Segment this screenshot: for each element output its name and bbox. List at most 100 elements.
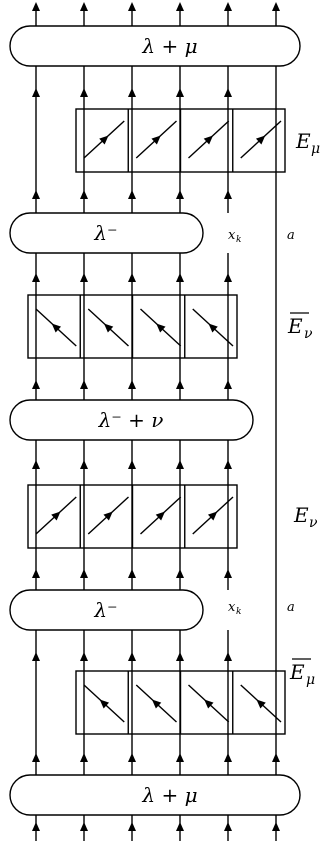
label-xk-upper-sub: k <box>236 235 241 245</box>
arrow-up <box>176 652 184 661</box>
label-ebar-mu: E μ <box>289 658 315 688</box>
label-e-nu-main: E <box>293 503 309 527</box>
strand-arrows <box>32 2 280 831</box>
label-xk-upper: x k <box>228 228 241 245</box>
arrow-up <box>128 822 136 831</box>
arrow-up <box>128 460 136 469</box>
arrow-up <box>176 569 184 578</box>
arrow-up <box>80 569 88 578</box>
arrow-up <box>272 753 280 762</box>
box-top-label: λ + μ <box>141 34 197 58</box>
arrow-up <box>176 753 184 762</box>
arrow-up <box>176 88 184 97</box>
arrow-up <box>32 569 40 578</box>
arrow-up <box>80 273 88 282</box>
label-xk-lower-main: x <box>228 600 236 615</box>
label-a-upper: a <box>287 228 295 243</box>
arrow-up <box>80 380 88 389</box>
label-xk-lower: x k <box>228 600 241 617</box>
box-top: λ + μ <box>9 25 301 67</box>
box-lambda-minus-lower-label: λ⁻ <box>93 598 117 622</box>
cell-arrowhead <box>208 323 218 333</box>
arrow-up <box>176 460 184 469</box>
box-bottom-label: λ + μ <box>141 783 197 807</box>
box-lambda-minus-upper-label: λ⁻ <box>93 221 117 245</box>
box-bottom: λ + μ <box>9 774 301 816</box>
box-lambda-minus-lower: λ⁻ <box>9 589 204 631</box>
label-ebar-nu-sub: ν <box>304 326 313 342</box>
label-ebar-nu: E ν <box>287 312 313 342</box>
arrow-up <box>224 380 232 389</box>
label-e-mu: E μ <box>295 129 320 157</box>
arrow-up <box>128 190 136 199</box>
arrow-up <box>224 88 232 97</box>
arrow-up <box>272 2 280 11</box>
arrow-up <box>224 190 232 199</box>
arrow-up <box>32 652 40 661</box>
arrow-up <box>80 652 88 661</box>
arrow-up <box>128 569 136 578</box>
label-e-mu-main: E <box>295 129 311 153</box>
cell-arrowhead <box>155 511 166 521</box>
cell-arrowhead <box>51 323 62 333</box>
cell-arrowhead <box>256 699 266 709</box>
arrow-up <box>32 88 40 97</box>
arrow-up <box>128 273 136 282</box>
arrow-up <box>128 2 136 11</box>
arrow-up <box>224 822 232 831</box>
arrow-up <box>224 652 232 661</box>
label-ebar-mu-main: E <box>289 660 305 684</box>
arrow-up <box>224 2 232 11</box>
label-xk-lower-sub: k <box>236 607 241 617</box>
arrow-up <box>32 460 40 469</box>
arrow-up <box>32 273 40 282</box>
cell-arrowhead <box>203 135 214 145</box>
arrow-up <box>32 822 40 831</box>
cell-arrowhead <box>103 511 113 521</box>
cell-arrowhead <box>99 699 110 709</box>
box-lambda-minus-nu: λ⁻ + ν <box>9 399 254 441</box>
cell-arrowhead <box>99 135 109 145</box>
arrow-up <box>224 273 232 282</box>
arrow-up <box>128 753 136 762</box>
arrow-up <box>80 190 88 199</box>
arrow-up <box>128 380 136 389</box>
label-e-mu-sub: μ <box>311 141 320 157</box>
cell-arrowhead <box>255 135 266 145</box>
cell-arrowhead <box>207 511 218 521</box>
arrow-up <box>272 822 280 831</box>
arrow-up <box>176 2 184 11</box>
arrow-up <box>80 2 88 11</box>
arrow-up <box>32 380 40 389</box>
arrow-up <box>128 652 136 661</box>
label-e-nu-sub: ν <box>309 515 318 531</box>
arrow-up <box>176 273 184 282</box>
arrow-up <box>176 190 184 199</box>
operator-cells <box>35 109 282 734</box>
arrow-up <box>32 753 40 762</box>
arrow-up <box>32 2 40 11</box>
label-a-lower: a <box>287 600 295 615</box>
arrow-up <box>224 460 232 469</box>
cell-arrowhead <box>103 323 114 333</box>
label-e-nu: E ν <box>293 503 318 531</box>
box-lambda-minus-upper: λ⁻ <box>9 212 204 254</box>
arrow-up <box>224 569 232 578</box>
cell-arrowhead <box>151 135 161 145</box>
cell-arrowhead <box>156 323 166 333</box>
cell-arrowhead <box>51 511 61 521</box>
arrow-up <box>128 88 136 97</box>
arrow-up <box>176 822 184 831</box>
label-xk-upper-main: x <box>228 228 236 243</box>
box-lambda-minus-nu-label: λ⁻ + ν <box>98 408 164 432</box>
arrow-up <box>224 753 232 762</box>
arrow-up <box>80 753 88 762</box>
label-ebar-nu-main: E <box>287 314 303 338</box>
arrow-up <box>176 380 184 389</box>
cell-arrowhead <box>204 699 214 709</box>
arrow-up <box>80 822 88 831</box>
label-ebar-mu-sub: μ <box>306 672 315 688</box>
cell-arrowhead <box>151 699 162 709</box>
arrow-up <box>80 460 88 469</box>
